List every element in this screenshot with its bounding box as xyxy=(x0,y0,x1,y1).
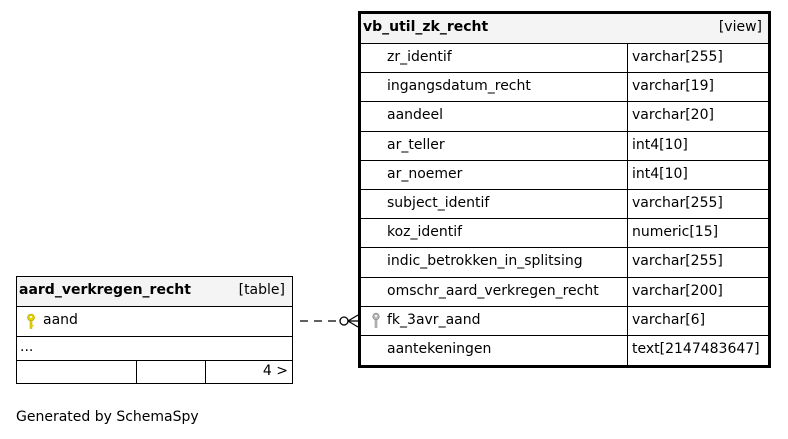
crow-foot-upper xyxy=(347,314,359,322)
column-name: aandeel xyxy=(361,102,628,131)
column-type: text[2147483647] xyxy=(632,341,760,357)
view-table-name: vb_util_zk_recht xyxy=(363,19,489,35)
column-name: indic_betrokken_in_splitsing xyxy=(361,248,628,277)
column-type: varchar[6] xyxy=(632,311,706,328)
column-name: subject_identif xyxy=(361,190,628,219)
crow-foot-lower xyxy=(347,320,359,328)
column-name: zr_identif xyxy=(361,44,628,73)
ref-table-name: aard_verkregen_recht xyxy=(19,282,191,298)
column-type: varchar[255] xyxy=(632,195,723,211)
table-aard-verkregen-recht[interactable]: aard_verkregen_recht [table] aand ... 4 … xyxy=(16,276,293,384)
ref-table-header: aard_verkregen_recht [table] xyxy=(17,277,292,307)
column-type: int4[10] xyxy=(632,165,688,182)
column-name: ar_teller xyxy=(361,131,628,160)
column-type: varchar[20] xyxy=(632,107,714,124)
column-type: varchar[19] xyxy=(632,78,714,95)
ref-table-row-primary: aand xyxy=(17,307,292,337)
ref-table-footer-cell-1 xyxy=(17,361,137,383)
column-name: omschr_aard_verkregen_recht xyxy=(361,277,628,306)
view-table-header: vb_util_zk_recht [view] xyxy=(361,14,768,44)
ref-table-footer-cell-2 xyxy=(137,361,206,383)
generated-by-footer: Generated by SchemaSpy xyxy=(16,409,199,425)
ref-table-kind: [table] xyxy=(238,282,285,298)
view-table-kind: [view] xyxy=(718,19,762,35)
zero-optional-circle xyxy=(339,316,349,326)
ref-table-footer-row: 4 > xyxy=(17,361,292,383)
foreign-key-icon xyxy=(371,312,381,334)
column-name: fk_3avr_aand xyxy=(361,306,628,335)
column-name: ingangsdatum_recht xyxy=(361,73,628,102)
column-type: int4[10] xyxy=(632,136,688,153)
primary-key-icon xyxy=(26,313,36,335)
column-type: varchar[200] xyxy=(632,282,723,299)
ref-table-row-ellipsis: ... xyxy=(17,337,292,361)
column-name: koz_identif xyxy=(361,219,628,248)
column-type: varchar[255] xyxy=(632,49,723,65)
children-count-link[interactable]: 4 > xyxy=(262,363,288,379)
column-type: varchar[255] xyxy=(632,253,723,270)
column-name: ar_noemer xyxy=(361,160,628,189)
ref-table-more-columns: ... xyxy=(20,339,34,355)
column-name: aantekeningen xyxy=(361,336,628,366)
ref-table-primary-column: aand xyxy=(43,312,78,328)
column-type: numeric[15] xyxy=(632,224,719,241)
